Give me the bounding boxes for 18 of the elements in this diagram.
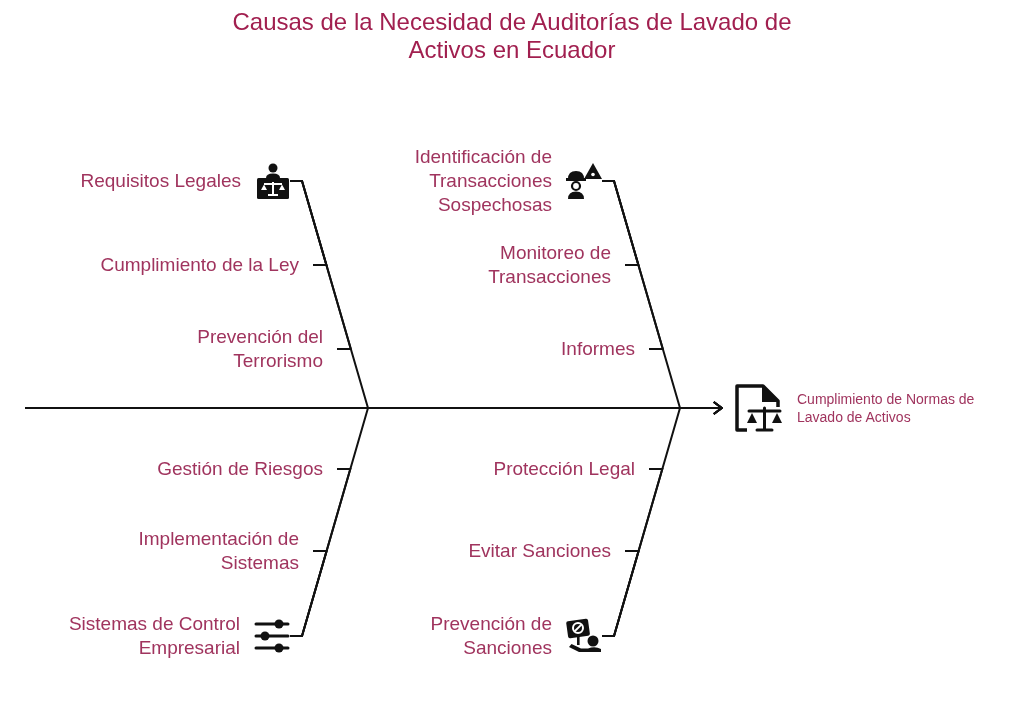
cause-label: Protección Legal [493,457,635,481]
branch-line [289,180,353,350]
category-label: Prevención de Sanciones [429,612,552,660]
category-label: Identificación de Transacciones Sospechosas [413,145,552,217]
cause-label: Informes [561,337,635,361]
category-label: Requisitos Legales [80,169,241,193]
cause-label: Implementación de Sistemas [137,527,299,575]
category-label: Sistemas de Control Empresarial [67,612,240,660]
cause-label: Monitoreo de Transacciones [487,241,611,289]
branch-line [601,180,665,350]
cause-label: Evitar Sanciones [468,539,611,563]
effect-label: Cumplimiento de Normas de Lavado de Activos [797,390,976,426]
branch-line [601,550,640,637]
cause-label: Prevención del Terrorismo [196,325,323,373]
branch-line [289,550,328,637]
diagram-title: Causas de la Necesidad de Auditorías de Lavado de Activos en Ecuador [231,8,793,64]
cause-label: Cumplimiento de la Ley [100,253,299,277]
cause-label: Gestión de Riesgos [157,457,323,481]
